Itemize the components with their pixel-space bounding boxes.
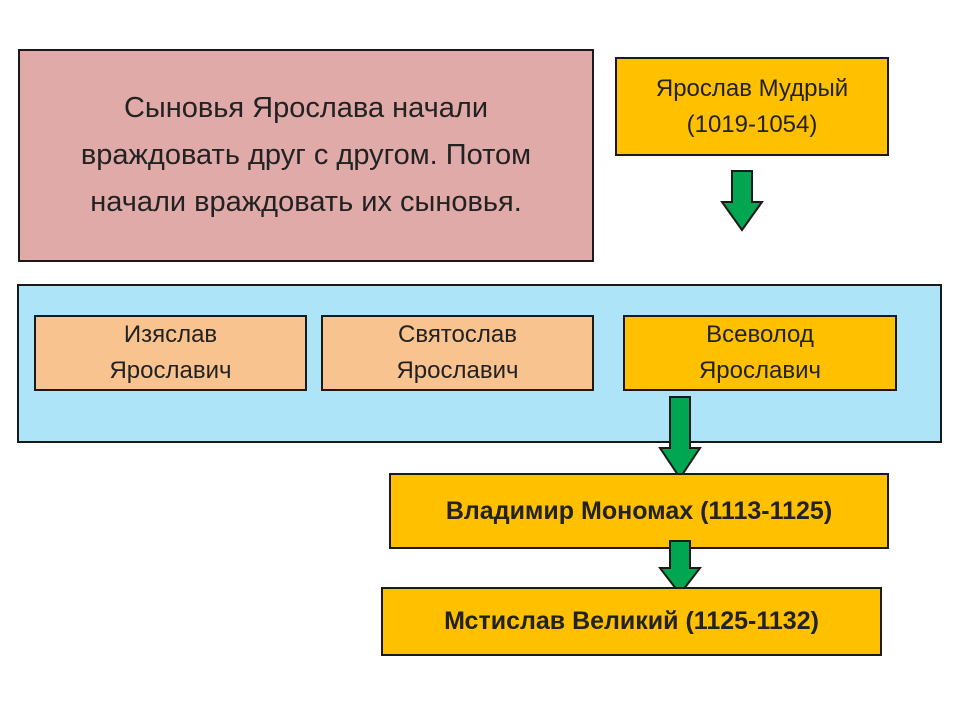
down-arrow-icon — [720, 170, 764, 232]
mstislav-label: Мстислав Великий (1125-1132) — [444, 607, 819, 635]
son-name: Изяслав — [123, 321, 218, 348]
mstislav-box: Мстислав Великий (1125-1132) — [381, 587, 882, 656]
note-line: начали враждовать их сыновья. — [90, 186, 522, 218]
son-box-vsevolod: Всеволод Ярославич — [623, 315, 897, 391]
son-box-izyaslav: Изяслав Ярославич — [34, 315, 307, 391]
monomakh-label: Владимир Мономах (1113-1125) — [445, 496, 833, 525]
monomakh-box: Владимир Мономах (1113-1125) — [389, 473, 889, 549]
son-patronymic: Ярославич — [396, 357, 519, 384]
son-patronymic: Ярославич — [109, 357, 232, 384]
down-arrow-icon — [658, 396, 702, 480]
son-name: Святослав — [398, 321, 517, 348]
note-box: Сыновья Ярослава начали враждовать друг … — [18, 49, 594, 262]
ruler-name: Ярослав Мудрый — [655, 74, 849, 102]
ruler-years: (1019-1054) — [686, 110, 818, 138]
note-line: враждовать друг с другом. Потом — [80, 139, 532, 171]
down-arrow-icon — [657, 540, 703, 596]
note-line: Сыновья Ярослава начали — [123, 92, 489, 124]
son-box-svyatoslav: Святослав Ярославич — [321, 315, 594, 391]
son-name: Всеволод — [706, 321, 814, 348]
yaroslav-box: Ярослав Мудрый (1019-1054) — [615, 57, 889, 156]
son-patronymic: Ярославич — [698, 357, 822, 384]
